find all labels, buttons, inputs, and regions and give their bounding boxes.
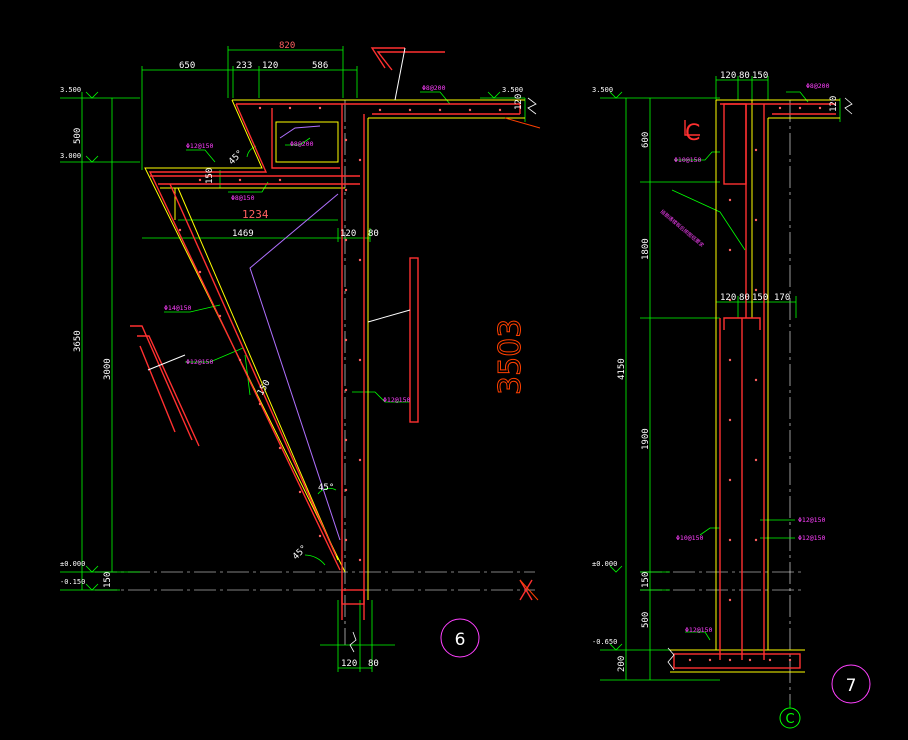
dim-650: 650 xyxy=(179,61,195,71)
dim-820: 820 xyxy=(279,41,295,51)
ground-grid-lines-6 xyxy=(95,100,535,645)
note-phi8-200-a: Φ8@200 xyxy=(290,140,314,148)
dim-3650-left: 3650 xyxy=(73,330,83,352)
dim-120-right: 120 xyxy=(514,94,524,110)
dim-120-top: 120 xyxy=(262,61,278,71)
dim7-600: 600 xyxy=(641,132,651,148)
note7-phi12-150-c: Φ12@150 xyxy=(685,626,712,634)
rebar-dots-7 xyxy=(688,106,822,662)
note7-phi12-150-a: Φ12@150 xyxy=(798,516,825,524)
dim7-80-top: 80 xyxy=(739,71,750,81)
level7-zero: ±0.000 xyxy=(592,560,617,568)
dim-233: 233 xyxy=(236,61,252,71)
orange-mark-7: C xyxy=(685,121,700,146)
dim-1469: 1469 xyxy=(232,229,254,239)
break-marks-7 xyxy=(667,97,853,671)
section-6-label: 6 xyxy=(455,630,466,650)
dim7-120-top: 120 xyxy=(720,71,736,81)
wall-outline-7 xyxy=(670,99,840,673)
note-phi8-150: Φ8@150 xyxy=(231,194,255,202)
note7-dowel-text: 插筋遇楼板后按图纸要求 xyxy=(659,208,706,249)
angle-45-b: 45° xyxy=(318,483,334,493)
dim7-150: 150 xyxy=(641,572,651,588)
note7-phi12-150-b: Φ12@150 xyxy=(798,534,825,542)
level7-3500: 3.500 xyxy=(592,86,613,94)
level-3500-right: 3.500 xyxy=(502,86,523,94)
dim7-4150: 4150 xyxy=(617,358,627,380)
dim-500-left: 500 xyxy=(73,128,83,144)
note-phi8-200-b: Φ8@200 xyxy=(422,84,446,92)
level-zero: ±0.000 xyxy=(60,560,85,568)
dim-586: 586 xyxy=(312,61,328,71)
level7-neg0650: -0.650 xyxy=(592,638,617,646)
dim7-120-right: 120 xyxy=(829,96,839,112)
concrete-section-6 xyxy=(130,47,533,620)
note7-phi8-200: Φ8@200 xyxy=(806,82,830,90)
dim7-80-mid: 80 xyxy=(739,293,750,303)
dimension-lines-7 xyxy=(600,76,841,708)
dim-80-bottom: 80 xyxy=(368,659,379,669)
dim7-1900: 1900 xyxy=(641,428,651,450)
dim7-200: 200 xyxy=(617,656,627,672)
note7-phi10-150-a: Φ10@150 xyxy=(674,156,701,164)
axis-c-label: C xyxy=(785,712,794,727)
dim-150-left: 150 xyxy=(103,572,113,588)
section-7: 120 80 150 120 80 150 170 120 600 1800 4… xyxy=(592,71,871,729)
dim7-150-top: 150 xyxy=(752,71,768,81)
wall-concrete-7 xyxy=(673,103,836,669)
dim7-1800: 1800 xyxy=(641,238,651,260)
dim-120-bottom: 120 xyxy=(341,659,357,669)
level-3500: 3.500 xyxy=(60,86,81,94)
note-phi12-150-b: Φ12@150 xyxy=(186,358,213,366)
level-3000: 3.000 xyxy=(60,152,81,160)
axis-c-bubble xyxy=(779,707,801,729)
note-phi12-150-a: Φ12@150 xyxy=(186,142,213,150)
level-neg0150: -0.150 xyxy=(60,578,85,586)
break-marks-6 xyxy=(349,97,537,653)
note-phi12-150-c: Φ12@150 xyxy=(383,396,410,404)
dim-3503: 3503 xyxy=(493,319,528,395)
dim7-120-mid: 120 xyxy=(720,293,736,303)
ground-grid-lines-7 xyxy=(640,100,805,705)
dim7-150-mid: 150 xyxy=(752,293,768,303)
angle-45-c: 45° xyxy=(291,544,310,563)
white-strokes-6 xyxy=(147,47,411,371)
dim-80-mid: 80 xyxy=(368,229,379,239)
dim-150-mid: 150 xyxy=(205,168,215,184)
dim-120-mid: 120 xyxy=(340,229,356,239)
violet-lines-6 xyxy=(249,125,341,541)
section-7-label: 7 xyxy=(846,676,857,696)
note7-phi10-150-b: Φ10@150 xyxy=(676,534,703,542)
dim7-170-mid: 170 xyxy=(774,293,790,303)
section-6-callout-circle xyxy=(440,618,480,658)
angle-45-a: 45° xyxy=(227,149,246,168)
section-6: 820 650 233 120 586 150 1234 1469 120 80… xyxy=(60,41,541,672)
rebar-dots-6 xyxy=(178,106,502,562)
dim-3000-left: 3000 xyxy=(103,358,113,380)
dim-1234: 1234 xyxy=(242,208,269,221)
orange-lines-6 xyxy=(504,117,541,601)
dim7-500: 500 xyxy=(641,612,651,628)
note-phi14-150: Φ14@150 xyxy=(164,304,191,312)
section-7-callout-circle xyxy=(831,664,871,704)
